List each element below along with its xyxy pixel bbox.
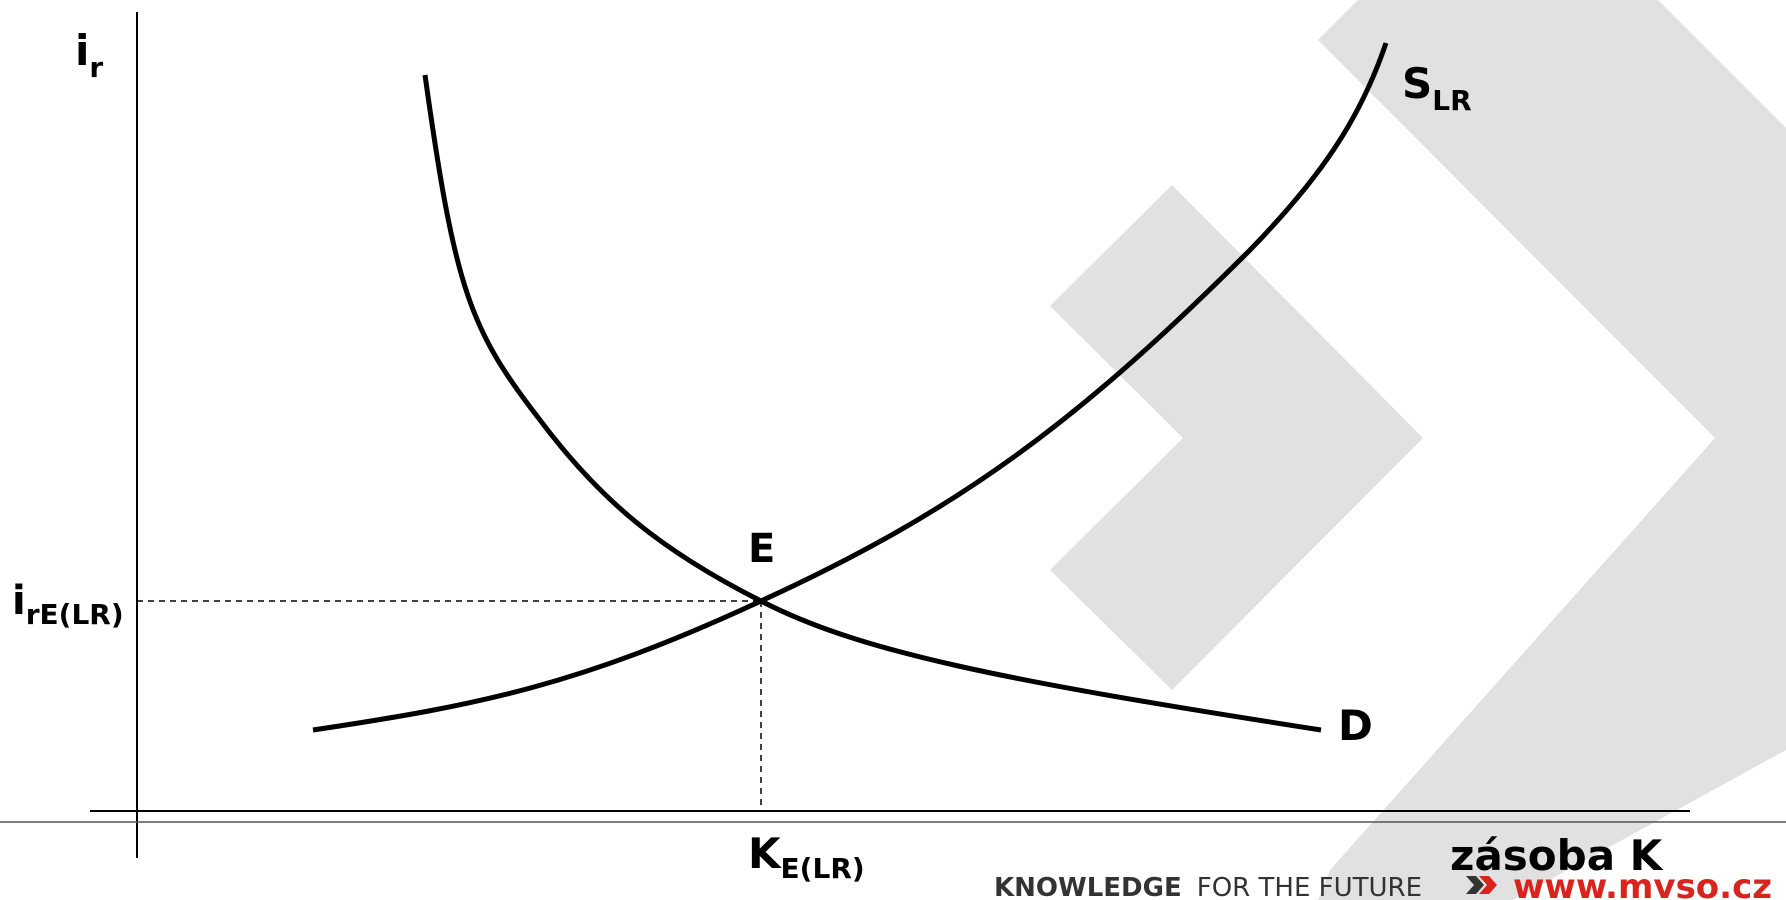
equilibrium-rate-label: irE(LR) — [12, 578, 124, 631]
equilibrium-stock-label: KE(LR) — [748, 829, 865, 885]
demand-curve-label: D — [1338, 701, 1373, 750]
footer-branding: KNOWLEDGE FOR THE FUTURE www.mvso.cz — [994, 867, 1772, 900]
y-axis-label: ir — [75, 26, 103, 84]
footer-knowledge: KNOWLEDGE — [994, 873, 1182, 900]
footer-for-the-future: FOR THE FUTURE — [1197, 873, 1422, 900]
watermark-chevrons — [1050, 0, 1786, 900]
demand-curve — [422, 74, 1322, 733]
footer-tagline: KNOWLEDGE FOR THE FUTURE — [994, 873, 1422, 900]
chevron-arrow-icon — [1466, 876, 1497, 894]
equilibrium-point-label: E — [748, 526, 775, 572]
supply-curve-label: SLR — [1402, 59, 1472, 117]
x-axis-label: zásoba K — [1450, 831, 1664, 880]
supply-curve — [312, 42, 1389, 733]
footer-url[interactable]: www.mvso.cz — [1513, 867, 1772, 900]
watermark-chevron-small — [1050, 185, 1423, 690]
watermark-chevron-large — [1318, 0, 1786, 900]
